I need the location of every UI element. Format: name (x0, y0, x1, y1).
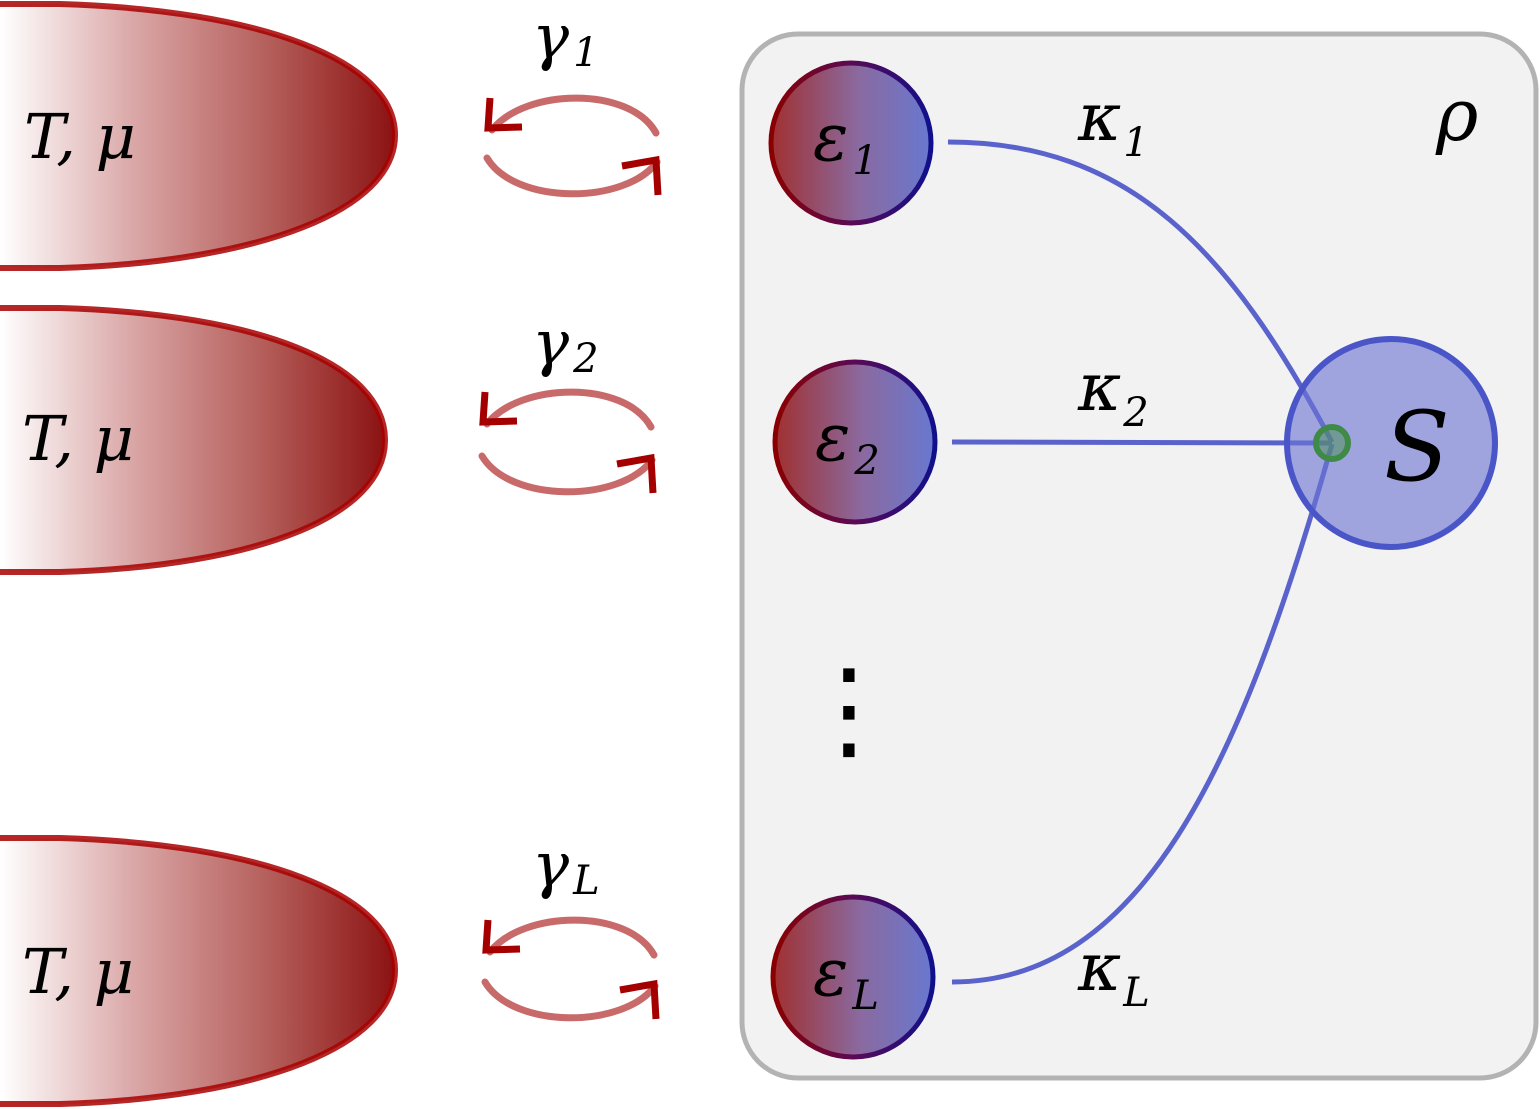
svg-text:ε2: ε2 (815, 399, 880, 484)
svg-text:γ2: γ2 (532, 306, 599, 382)
system-label: S (1384, 391, 1450, 503)
svg-text:γL: γL (532, 828, 600, 904)
reservoir-3: T, μ (0, 835, 399, 1107)
reservoir-1: T, μ (0, 0, 399, 271)
svg-text:εL: εL (813, 934, 879, 1019)
reservoir-label: T, μ (24, 100, 136, 173)
reservoir-2: T, μ (0, 305, 389, 575)
system-box (739, 31, 1539, 1081)
svg-text:ε1: ε1 (813, 99, 878, 184)
links (947, 139, 1335, 985)
link-label-kappa-1: κ1 (1077, 79, 1149, 166)
link-kappa-1 (947, 139, 1335, 444)
ellipsis: ⋮ (794, 645, 904, 773)
link-kappa-2 (951, 439, 1333, 446)
system-node: S (1284, 336, 1498, 550)
link-kappa-L (951, 443, 1335, 985)
svg-text:γ1: γ1 (532, 0, 599, 76)
link-label-kappa-L: κL (1077, 929, 1150, 1016)
density-matrix-label: ρ (1435, 73, 1478, 157)
system-center-dot (1313, 424, 1351, 462)
reservoir-label: T, μ (22, 402, 134, 475)
reservoir-label: T, μ (22, 935, 134, 1008)
link-label-kappa-2: κ2 (1077, 349, 1149, 436)
